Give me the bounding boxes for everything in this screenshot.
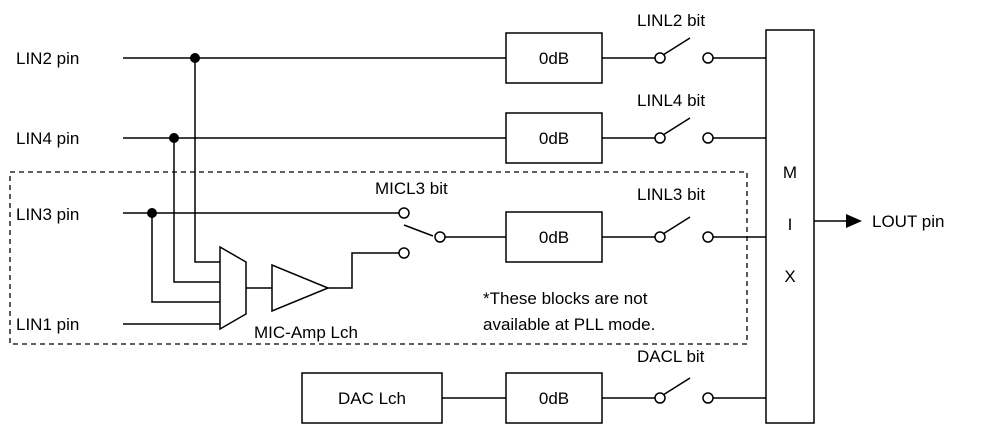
dac-gain-block — [505, 372, 603, 424]
mix-letter-x: X — [784, 267, 795, 286]
linl3-switch — [602, 216, 766, 243]
micl3-terminal-lin3 — [398, 207, 410, 219]
linl4-switch — [602, 117, 766, 144]
mix-letter-m: M — [783, 163, 797, 182]
lin4-to-selector-wire — [173, 138, 220, 283]
lout-pin-label: LOUT pin — [872, 212, 944, 231]
lin3-pin-label: LIN3 pin — [16, 205, 79, 224]
dacl-bit-label: DACL bit — [637, 347, 705, 366]
mic-amp-output-wire — [328, 252, 399, 289]
lin4-pin-label: LIN4 pin — [16, 129, 79, 148]
lin2-gain-label: 0dB — [539, 49, 569, 68]
mix-letter-i: I — [788, 215, 793, 234]
pll-unavailable-region — [9, 171, 748, 345]
lin3-gain-block — [505, 211, 603, 263]
mic-amp-label: MIC-Amp Lch — [254, 323, 358, 342]
lin3-to-selector-wire — [151, 213, 220, 303]
lin2-gain-block — [505, 32, 603, 84]
lin4-gain-label: 0dB — [539, 129, 569, 148]
mic-input-selector — [219, 245, 247, 331]
micl3-switch-arm — [403, 224, 434, 237]
dac-gain-label: 0dB — [539, 389, 569, 408]
lin4-gain-block — [505, 112, 603, 164]
micl3-bit-label: MICL3 bit — [375, 179, 448, 198]
linl4-bit-label: LINL4 bit — [637, 91, 705, 110]
linl2-bit-label: LINL2 bit — [637, 11, 705, 30]
pll-note-line1: *These blocks are not — [483, 289, 648, 308]
micl3-common-terminal — [434, 231, 446, 243]
lin2-pin-label: LIN2 pin — [16, 49, 79, 68]
linl3-bit-label: LINL3 bit — [637, 185, 705, 204]
linl2-switch — [602, 37, 766, 64]
mix-block — [765, 29, 815, 424]
lin1-pin-label: LIN1 pin — [16, 315, 79, 334]
micl3-terminal-mic — [398, 247, 410, 259]
mic-amp-triangle — [271, 263, 330, 313]
dac-lch-label: DAC Lch — [338, 389, 406, 408]
lin3-gain-label: 0dB — [539, 228, 569, 247]
lout-arrowhead — [846, 214, 862, 228]
pll-note-line2: available at PLL mode. — [483, 315, 655, 334]
lin2-to-selector-wire — [194, 58, 220, 263]
dac-lch-block — [301, 372, 443, 424]
dacl-switch — [602, 377, 766, 404]
